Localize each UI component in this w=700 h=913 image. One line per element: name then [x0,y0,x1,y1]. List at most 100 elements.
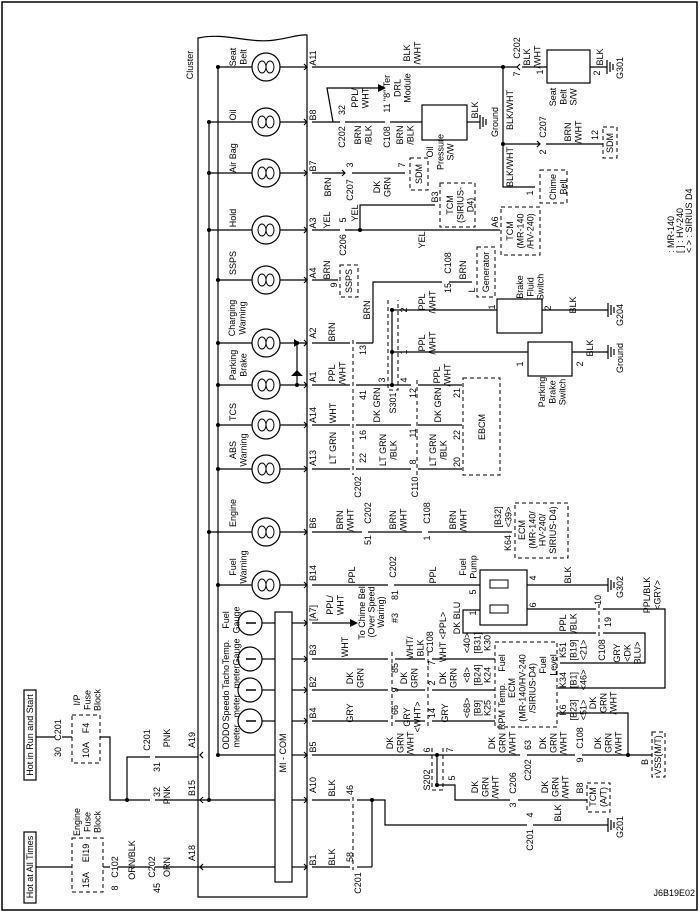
g-fuel-text: FuelGauge [221,606,241,633]
b3-c108-text: C108 [425,631,435,653]
label-line: [B1] [568,672,578,688]
label-line: Gauge [231,638,241,665]
label-line: BRN [353,125,363,144]
label-line: PNK [162,786,172,805]
label-t-41: 41 [358,390,368,400]
label-line: L [467,287,477,292]
label-line: /WHT [427,290,437,313]
connector-pin [303,863,308,871]
label-ind-hold: Hold [228,209,238,228]
splice-dot [435,783,439,787]
connector-pin [303,276,308,284]
label-tc-3: 3 [508,802,518,807]
sb-1-text: 1 [535,69,545,74]
label-line: GRY [345,703,355,722]
label-line: BLU> [633,642,643,665]
label-ind-oil: Oil [228,110,238,121]
b3-7-text: 7 [427,660,437,665]
label-a10-46: 46 [345,785,355,795]
label-ab-c207: C207 [345,179,355,201]
label-p-a11: A11 [308,50,318,65]
components [23,49,666,904]
label-line: <51> [579,700,589,721]
label-line: WHT [328,402,338,423]
label-sdm2: SDM [605,133,615,153]
g-c201-text: C201 [525,829,535,851]
ss-brn-text: BRN [322,260,332,279]
indicator-bulb-icon [251,52,281,82]
label-pk-blk: BLK [585,339,595,356]
ind-hold-text: Hold [228,209,238,228]
label-line: B3 [430,191,440,202]
label-line: WHT <PPL> [438,612,448,662]
label-line: Pressure [435,134,445,170]
drl-text: "8" TerDRLModule [382,73,413,103]
label-line: /WHT [559,731,569,754]
label-t-2: 2 [427,680,437,685]
label-line: SDM [414,164,424,184]
label-p-b3: B3 [308,644,318,655]
h-yel2-text: YEL [350,204,360,221]
label-line: K6 [558,704,568,715]
ss-9-text: 9 [329,282,339,287]
label-line: 5 [447,775,457,780]
label-tc-w1: DKGRN/WHT [470,775,501,798]
label-line: A19 [187,732,197,748]
label-line: /WHT [508,731,518,754]
label-p-a4: A4 [308,267,318,278]
indicator-bulb-icon [251,517,281,547]
indicator-bulb-icon [251,265,281,295]
label-hot-all-times: Hot at All Times [25,835,35,898]
s301 [387,300,399,391]
label-oil-11: 11 [382,103,392,112]
g204-text: G204 [615,304,625,326]
label-line: [B32] [493,506,503,527]
label-fuel-pump: FuelPump [458,555,478,579]
label-b4-gry: GRY [345,703,355,722]
label-pk-2: 2 [575,361,585,366]
label-line: Level [548,654,558,676]
splice-dot [207,171,211,175]
k30-text: <40>[B31]K30 [462,632,493,653]
label-sdm1: SDM [414,164,424,184]
label-line: Bell [558,179,568,194]
label-line: 1 [399,349,409,354]
label-k30: <40>[B31]K30 [462,632,493,653]
a10-blk-text: BLK [327,779,337,796]
label-bf-blk: BLK [568,296,578,313]
tcm-s-text: TCM(SIRIUS-D4) [445,187,476,223]
fw-ppl2-text: PPL [428,566,438,583]
label-line: K25 [483,700,493,716]
label-line: SSPS [344,269,354,293]
ecm2-fuel-text: Fuel [497,654,507,672]
fp-gry-text: GRY<DKBLU> [612,642,643,665]
r2-c201-text: C201 [142,729,152,751]
cluster-text: Cluster [185,51,195,80]
connector-pin [303,421,308,429]
label-b3-c108: C108 [425,631,435,653]
label-line: S/W [569,88,579,106]
label-line: <39> [503,507,513,528]
fp-c108-text: C108 [597,639,607,661]
eb-ppl-text: PPL/WHT [432,363,452,386]
label-line: Fluid [525,277,535,297]
label-line: DK [487,737,497,750]
connector-pin [536,140,541,148]
c110-text: C110 [410,477,420,498]
label-chime-to: To Chime Bell(Over SpeedWaring) [357,584,386,640]
g-tacho-text: Tachometer [221,665,241,689]
label-fp-1: 1 [468,610,478,615]
label-line: Gauge [231,606,241,633]
label-line: D4) [466,198,476,213]
label-line: 21 [452,388,462,398]
label-line: 32 [152,787,162,797]
label-line: GRY [440,703,450,722]
label-line: <8> [462,667,472,683]
s-2-text: 2 [399,307,409,312]
label-line: GRN [395,733,405,753]
p-a7-text: [A7] [308,605,318,621]
b5-w1-text: DKGRN/WHT [385,731,416,754]
label-en-k64: K64 [503,535,513,551]
label-en-c108: C108 [422,502,432,524]
k25-text: <68>[B9]K25 [462,698,493,719]
